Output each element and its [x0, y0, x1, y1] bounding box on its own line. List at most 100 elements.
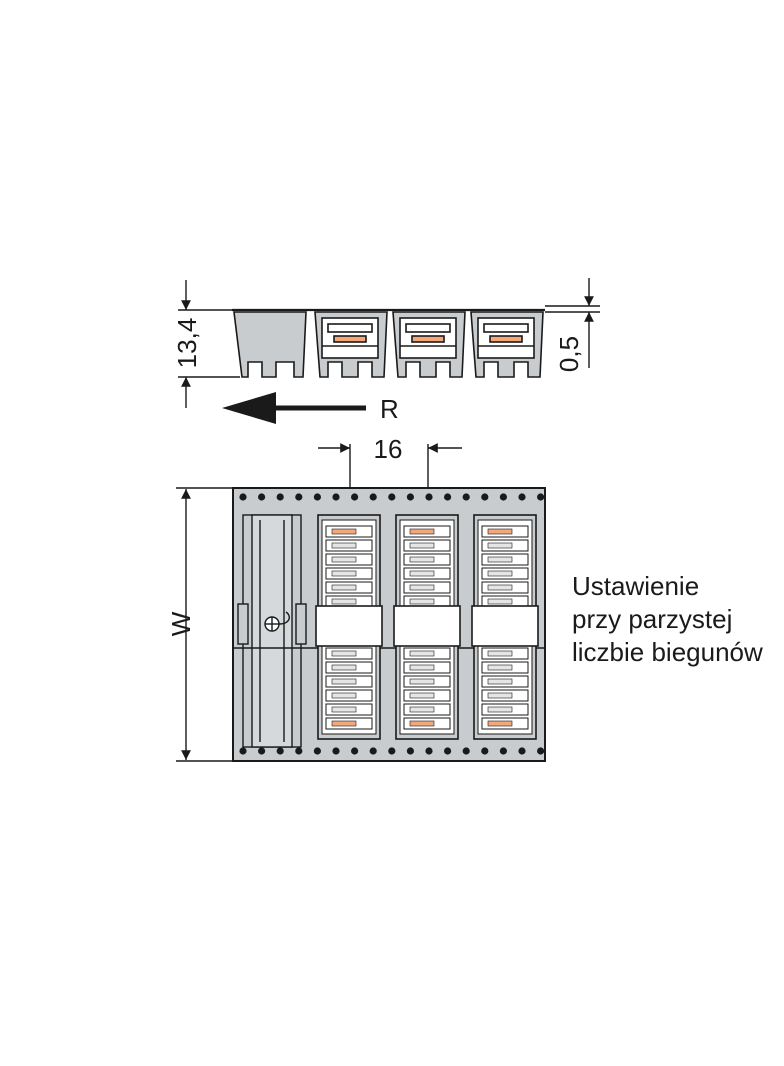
hole — [406, 747, 414, 755]
note-line: przy parzystej — [572, 604, 733, 634]
hole — [462, 747, 470, 755]
contact-spring — [409, 556, 435, 563]
hole — [332, 747, 340, 755]
marking-label-area — [471, 605, 539, 647]
contact-spring — [487, 528, 513, 535]
side-contact — [411, 335, 445, 343]
top-module — [471, 514, 539, 740]
offset-label: 0,5 — [554, 336, 584, 372]
mounting-holes — [239, 493, 545, 755]
hole — [239, 493, 247, 501]
contact-spring — [487, 720, 513, 727]
top-view — [232, 487, 546, 762]
direction-arrow — [222, 392, 366, 424]
contact-spring — [487, 678, 513, 685]
contact-spring — [409, 692, 435, 699]
hole — [406, 493, 414, 501]
hole — [239, 747, 247, 755]
contact-spring — [409, 650, 435, 657]
hole — [537, 493, 545, 501]
height-label: 13,4 — [172, 318, 202, 369]
hole — [499, 493, 507, 501]
contact-spring — [487, 650, 513, 657]
hole — [258, 493, 266, 501]
contact-spring — [331, 556, 357, 563]
side-module — [314, 311, 388, 378]
contact-spring — [409, 678, 435, 685]
contact-spring — [331, 720, 357, 727]
hole — [369, 493, 377, 501]
polarizing-symbol-icon — [264, 611, 291, 632]
note-line: liczbie biegunów — [572, 637, 763, 667]
contact-spring — [409, 598, 435, 605]
hole — [276, 493, 284, 501]
contact-spring — [487, 542, 513, 549]
contact-spring — [331, 692, 357, 699]
hole — [332, 493, 340, 501]
hole — [388, 493, 396, 501]
contact-spring — [409, 720, 435, 727]
hole — [295, 747, 303, 755]
width-label: W — [166, 611, 196, 636]
pitch-label: 16 — [374, 434, 403, 464]
contact-spring — [409, 706, 435, 713]
hole — [444, 493, 452, 501]
contact-spring — [331, 706, 357, 713]
contact-spring — [487, 692, 513, 699]
contact-spring — [331, 542, 357, 549]
hole — [499, 747, 507, 755]
hole — [258, 747, 266, 755]
direction-label: R — [380, 394, 399, 424]
contact-spring — [487, 598, 513, 605]
top-module — [393, 514, 461, 740]
dimension-offset — [545, 278, 600, 368]
hole — [518, 747, 526, 755]
hole — [351, 747, 359, 755]
top-end-plate — [233, 514, 545, 748]
contact-spring — [409, 570, 435, 577]
contact-spring — [331, 528, 357, 535]
hole — [313, 747, 321, 755]
hole — [518, 493, 526, 501]
side-module — [470, 311, 544, 378]
orientation-note: Ustawienie przy parzystej liczbie biegun… — [572, 570, 782, 669]
side-end-plate — [233, 311, 307, 378]
contact-spring — [409, 664, 435, 671]
contact-spring — [487, 584, 513, 591]
hole — [462, 493, 470, 501]
contact-spring — [487, 556, 513, 563]
contact-spring — [331, 598, 357, 605]
contact-spring — [331, 678, 357, 685]
note-line: Ustawienie — [572, 571, 700, 601]
contact-spring — [409, 528, 435, 535]
side-module — [392, 311, 466, 378]
top-modules — [315, 514, 539, 740]
hole — [425, 493, 433, 501]
hole — [351, 493, 359, 501]
contact-spring — [487, 570, 513, 577]
contact-spring — [409, 542, 435, 549]
hole — [444, 747, 452, 755]
side-contact — [333, 335, 367, 343]
hole — [481, 747, 489, 755]
contact-spring — [331, 570, 357, 577]
contact-spring — [331, 650, 357, 657]
contact-spring — [331, 664, 357, 671]
contact-spring — [487, 706, 513, 713]
side-view — [232, 308, 545, 378]
hole — [481, 493, 489, 501]
contact-spring — [487, 664, 513, 671]
hole — [537, 747, 545, 755]
contact-spring — [331, 584, 357, 591]
marking-label-area — [315, 605, 383, 647]
hole — [369, 747, 377, 755]
hole — [425, 747, 433, 755]
hole — [388, 747, 396, 755]
side-contact — [489, 335, 523, 343]
hole — [276, 747, 284, 755]
dimension-width — [176, 487, 233, 762]
dimension-height — [178, 280, 240, 408]
marking-label-area — [393, 605, 461, 647]
